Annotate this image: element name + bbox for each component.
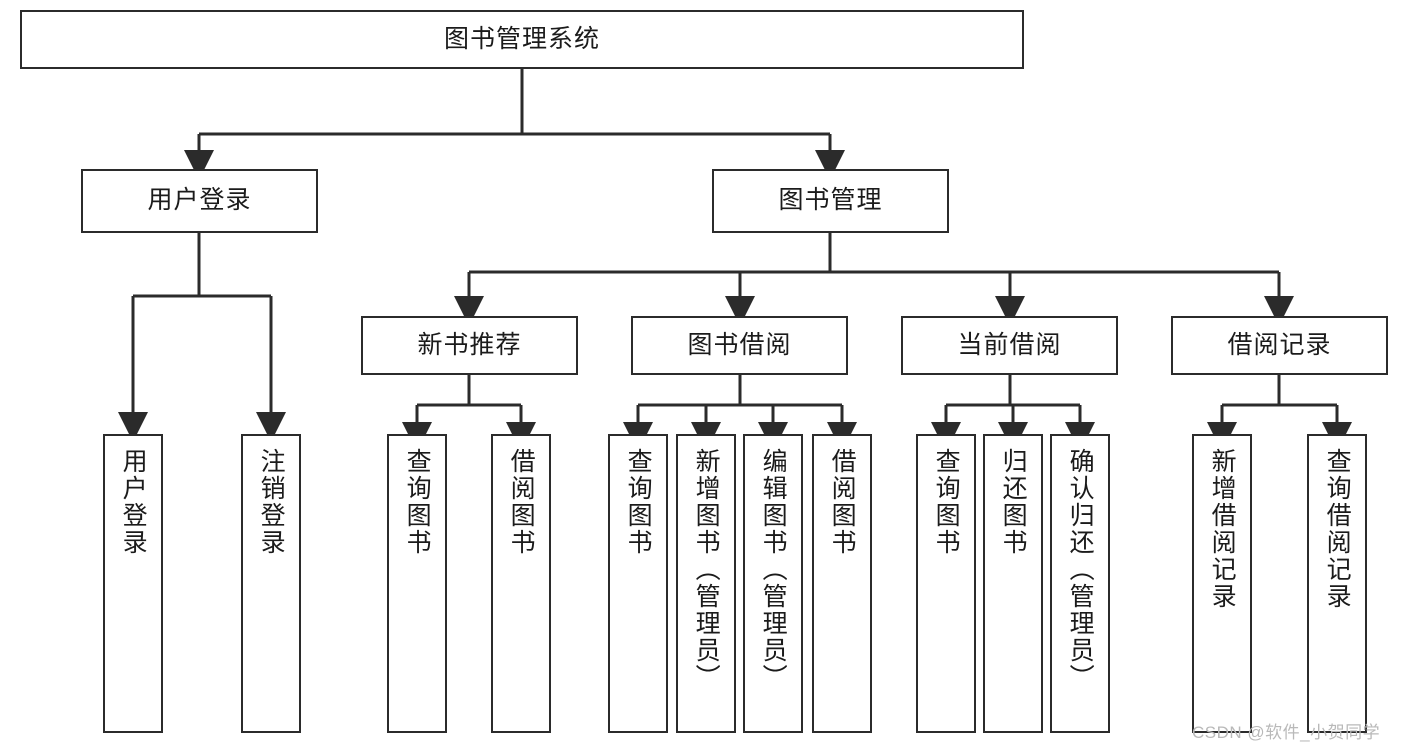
leaf-edit-book-admin[interactable]: 编辑图书（管理员） — [743, 434, 803, 733]
node-book-management[interactable]: 图书管理 — [712, 169, 949, 233]
leaf-return-book[interactable]: 归还图书 — [983, 434, 1043, 733]
leaf-borrow-book[interactable]: 借阅图书 — [812, 434, 872, 733]
node-label: 查询图书 — [624, 448, 653, 556]
leaf-user-login[interactable]: 用户登录 — [103, 434, 163, 733]
leaf-query-borrow-record[interactable]: 查询借阅记录 — [1307, 434, 1367, 733]
node-label: 用户登录 — [147, 186, 252, 215]
leaf-query-book-recommend[interactable]: 查询图书 — [387, 434, 447, 733]
node-label: 图书借阅 — [687, 330, 792, 359]
leaf-confirm-return-admin[interactable]: 确认归还（管理员） — [1050, 434, 1110, 733]
node-label: 用户登录 — [119, 448, 148, 556]
leaf-add-borrow-record[interactable]: 新增借阅记录 — [1192, 434, 1252, 733]
node-label: 图书管理 — [778, 186, 883, 215]
node-label: 借阅图书 — [828, 448, 857, 556]
node-user-login[interactable]: 用户登录 — [81, 169, 318, 233]
leaf-logout[interactable]: 注销登录 — [241, 434, 301, 733]
node-current-borrow[interactable]: 当前借阅 — [901, 316, 1118, 375]
node-label: 查询借阅记录 — [1323, 448, 1352, 610]
node-label: 图书管理系统 — [443, 24, 600, 53]
leaf-query-book-current[interactable]: 查询图书 — [916, 434, 976, 733]
node-label: 查询图书 — [932, 448, 961, 556]
node-label: 查询图书 — [403, 448, 432, 556]
node-label: 新增图书（管理员） — [692, 448, 721, 691]
leaf-add-book-admin[interactable]: 新增图书（管理员） — [676, 434, 736, 733]
node-root-book-management-system[interactable]: 图书管理系统 — [20, 10, 1024, 69]
leaf-borrow-book-recommend[interactable]: 借阅图书 — [491, 434, 551, 733]
node-new-book-recommend[interactable]: 新书推荐 — [361, 316, 578, 375]
node-borrow-record[interactable]: 借阅记录 — [1171, 316, 1388, 375]
node-label: 编辑图书（管理员） — [759, 448, 788, 691]
node-label: 当前借阅 — [957, 330, 1062, 359]
node-label: 归还图书 — [999, 448, 1028, 556]
leaf-query-book-borrow[interactable]: 查询图书 — [608, 434, 668, 733]
node-label: 确认归还（管理员） — [1066, 448, 1095, 691]
node-label: 借阅图书 — [507, 448, 536, 556]
node-label: 注销登录 — [257, 448, 286, 556]
node-label: 新书推荐 — [417, 330, 522, 359]
node-label: 新增借阅记录 — [1208, 448, 1237, 610]
node-book-borrow[interactable]: 图书借阅 — [631, 316, 848, 375]
csdn-watermark: CSDN @软件_小贺同学 — [1192, 723, 1381, 742]
node-label: 借阅记录 — [1227, 330, 1332, 359]
